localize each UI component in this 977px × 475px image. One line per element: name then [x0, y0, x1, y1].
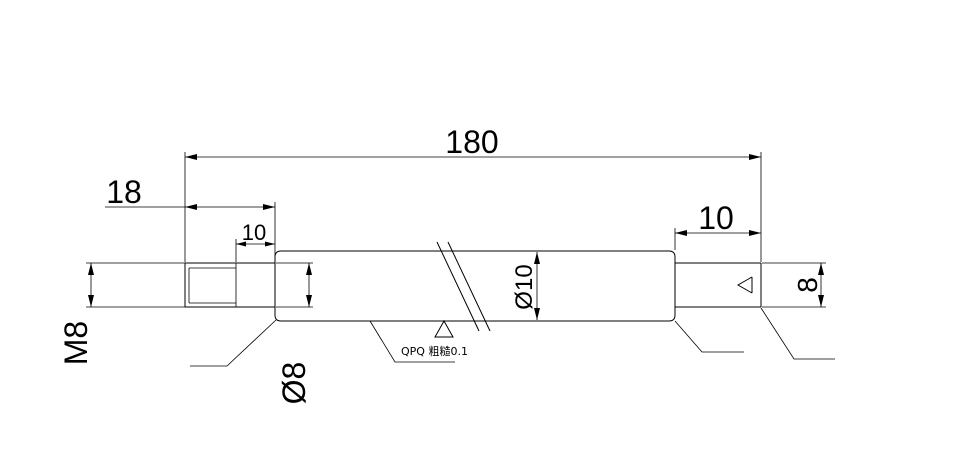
dim-overall-length-label: 180	[445, 124, 498, 160]
dim-thread-length-label: 18	[106, 174, 142, 210]
surface-finish-symbol: QPQ 粗糙0.1	[369, 319, 468, 363]
dim-right-end-diameter: 8	[762, 262, 826, 308]
dim-step-diameter-label: Ø8	[276, 362, 312, 405]
dim-thread-spec: M8	[58, 262, 185, 365]
surface-roughness-triangle-icon	[434, 319, 454, 338]
dim-right-step-length-label: 10	[698, 200, 734, 236]
dim-thread-relief: 10	[235, 220, 275, 262]
dim-thread-spec-label: M8	[58, 321, 94, 365]
shaft-outline	[184, 241, 762, 332]
leader-right-end	[760, 307, 835, 360]
dim-thread-length: 18	[105, 174, 276, 262]
dim-step-diameter: Ø8	[276, 262, 313, 405]
dim-shaft-diameter: Ø10	[511, 252, 540, 320]
dim-shaft-diameter-label: Ø10	[511, 264, 538, 309]
dim-right-step-length: 10	[674, 200, 761, 250]
surface-note-label: QPQ 粗糙0.1	[401, 344, 468, 358]
leader-lines	[190, 307, 835, 367]
leader-left-chamfer	[190, 319, 277, 367]
leader-body-right	[674, 320, 744, 353]
dim-thread-relief-label: 10	[242, 220, 266, 245]
dim-right-end-diameter-label: 8	[792, 277, 823, 293]
